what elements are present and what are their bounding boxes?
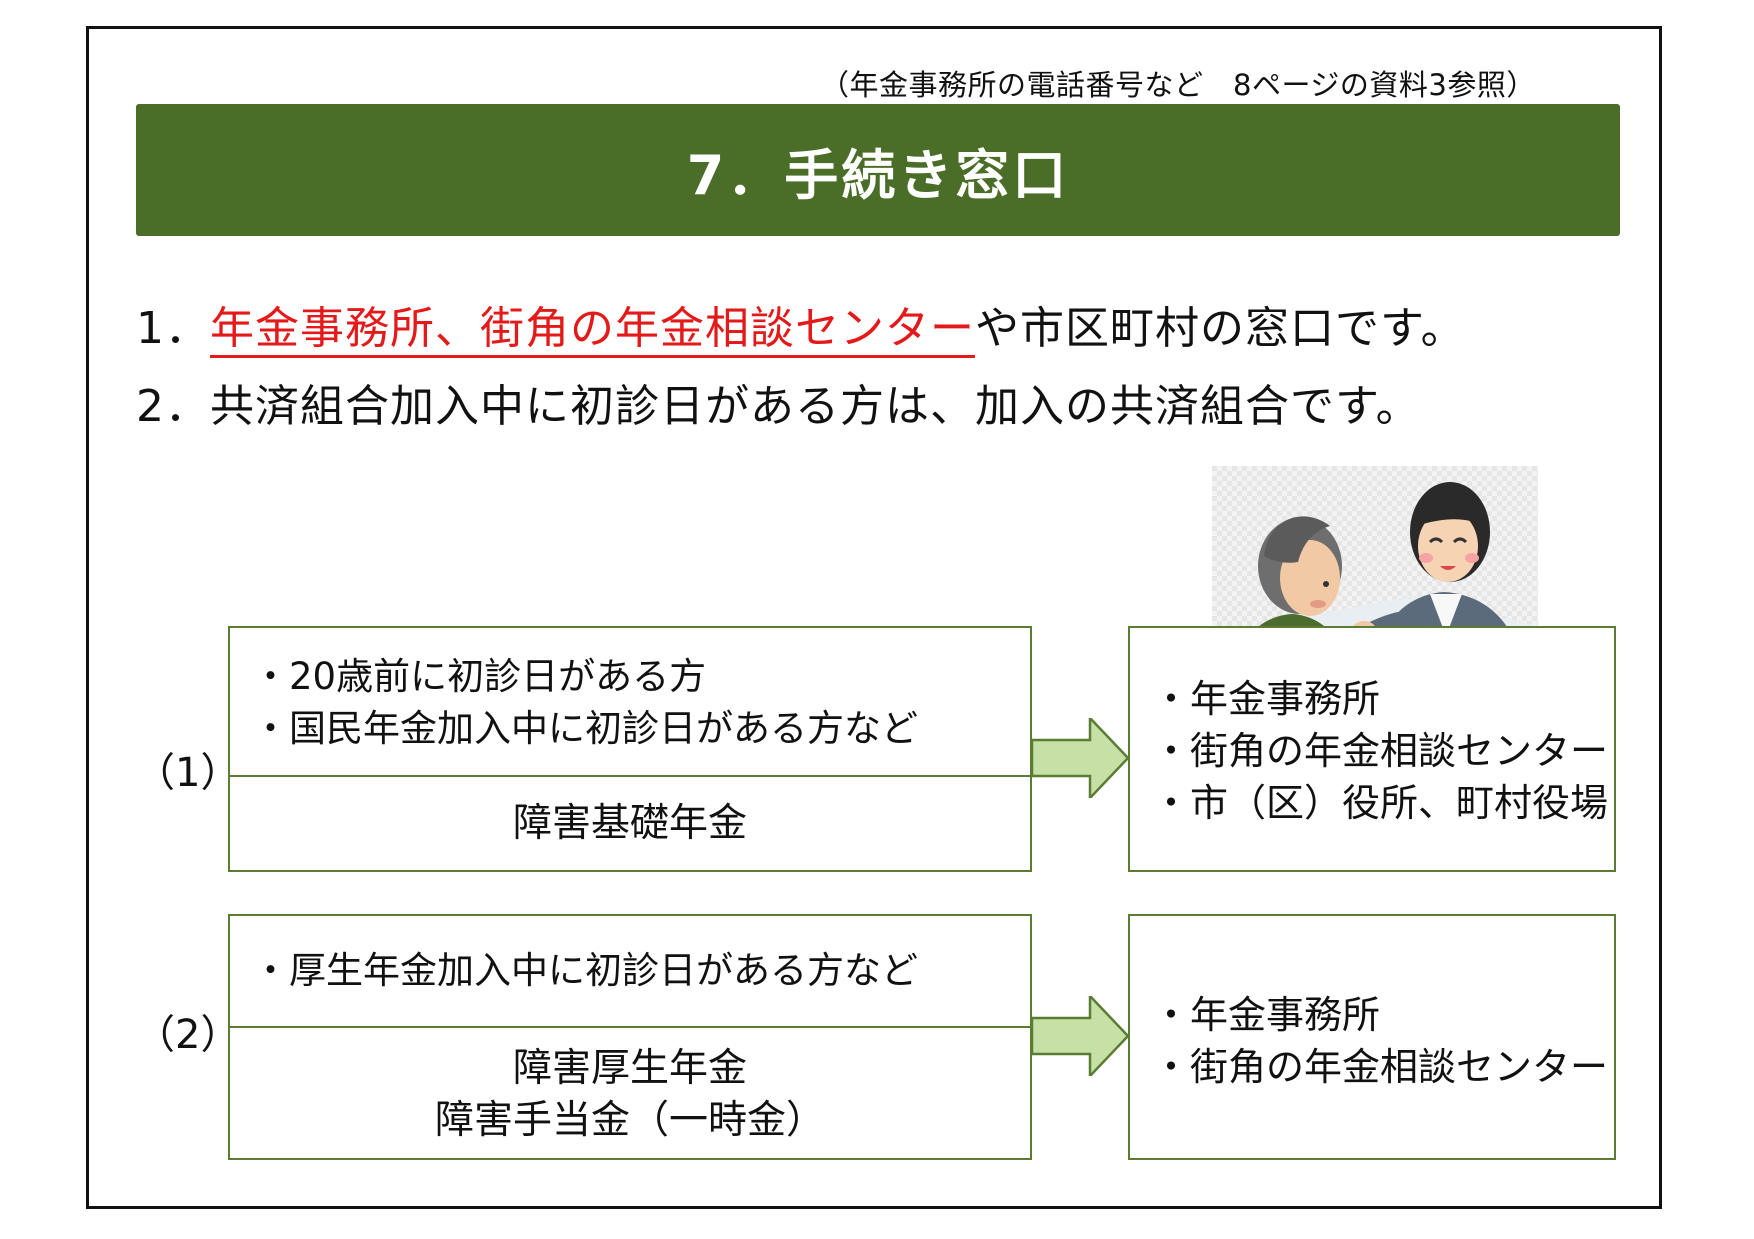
- row-1-condition-1: ・20歳前に初診日がある方: [252, 655, 707, 698]
- row-1-condition-2: ・国民年金加入中に初診日がある方など: [252, 707, 918, 750]
- row-2-benefit-1: 障害厚生年金: [512, 1046, 747, 1091]
- right-arrow-icon: [1032, 718, 1130, 798]
- row-2-office-box: ・年金事務所 ・街角の年金相談センター: [1128, 914, 1616, 1160]
- row-2-label: （2）: [135, 1012, 241, 1058]
- row-2-condition-box: ・厚生年金加入中に初診日がある方など 障害厚生年金 障害手当金（一時金）: [228, 914, 1032, 1160]
- row-1-label: （1）: [135, 750, 241, 796]
- intro-line-1-number: 1．: [136, 303, 210, 354]
- row-1-office-1: ・年金事務所: [1152, 677, 1381, 721]
- page-title: 7．手続き窓口: [686, 143, 1070, 207]
- row-1-office-3: ・市（区）役所、町村役場: [1152, 781, 1609, 825]
- intro-line-2: 2．共済組合加入中に初診日がある方は、加入の共済組合です。: [136, 381, 1421, 432]
- row-2-office-2: ・街角の年金相談センター: [1152, 1045, 1609, 1089]
- row-2-office-1: ・年金事務所: [1152, 993, 1381, 1037]
- slide-frame: [86, 26, 1662, 1209]
- row-2-benefit-2: 障害手当金（一時金）: [434, 1098, 825, 1143]
- right-arrow-icon: [1032, 996, 1130, 1076]
- row-1-office-2: ・街角の年金相談センター: [1152, 729, 1609, 773]
- reference-note: （年金事務所の電話番号など 8ページの資料3参照）: [820, 68, 1536, 102]
- intro-line-1-rest: や市区町村の窓口です。: [975, 303, 1466, 354]
- row-2-divider: [230, 1026, 1030, 1028]
- row-1-benefit-1: 障害基礎年金: [512, 801, 747, 846]
- row-1-office-box: ・年金事務所 ・街角の年金相談センター ・市（区）役所、町村役場: [1128, 626, 1616, 872]
- intro-line-1: 1．年金事務所、街角の年金相談センターや市区町村の窓口です。: [136, 292, 1466, 358]
- row-1-divider: [230, 775, 1030, 777]
- row-2-condition-1: ・厚生年金加入中に初診日がある方など: [252, 949, 918, 992]
- title-bar: 7．手続き窓口: [136, 104, 1620, 236]
- row-1-condition-box: ・20歳前に初診日がある方 ・国民年金加入中に初診日がある方など 障害基礎年金: [228, 626, 1032, 872]
- intro-line-1-highlight: 年金事務所、街角の年金相談センター: [210, 303, 975, 358]
